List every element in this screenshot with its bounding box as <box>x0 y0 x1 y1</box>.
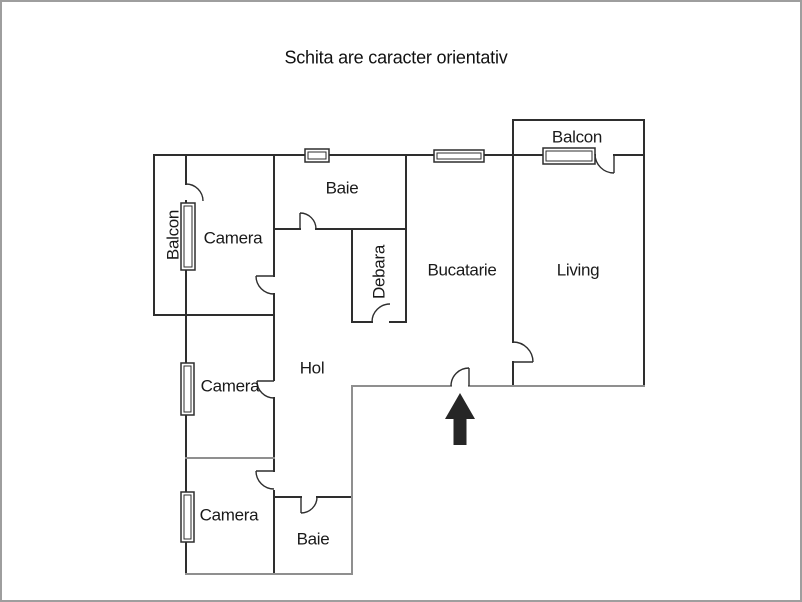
door-baie-top <box>299 212 317 230</box>
window-camera-bottom <box>180 491 195 543</box>
room-label-camera-top: Camera <box>203 228 263 248</box>
room-label-camera-middle: Camera <box>200 376 260 396</box>
walls-dark <box>153 119 645 575</box>
walls-light <box>185 385 645 575</box>
room-label-balcon-left: Balcon <box>163 209 183 261</box>
window-bucatarie <box>433 149 485 163</box>
window-baie-top <box>304 148 330 163</box>
door-camera-middle <box>256 380 275 399</box>
room-label-baie-bottom: Baie <box>296 529 330 549</box>
room-label-balcon-right: Balcon <box>551 127 603 147</box>
room-label-hol: Hol <box>299 358 325 378</box>
door-living <box>512 341 534 363</box>
room-label-living: Living <box>556 260 600 280</box>
door-arcs <box>185 153 615 514</box>
room-label-baie-top: Baie <box>325 178 359 198</box>
door-balcon-right <box>594 153 615 174</box>
door-baie-bottom <box>300 496 318 514</box>
door-debara <box>371 303 391 323</box>
door-balcon-left <box>185 183 204 202</box>
door-camera-top <box>255 275 275 295</box>
room-label-debara: Debara <box>369 245 389 299</box>
room-label-camera-bottom: Camera <box>199 505 259 525</box>
door-camera-bottom <box>255 470 275 490</box>
window-camera-middle <box>180 362 195 416</box>
room-label-bucatarie: Bucatarie <box>427 260 497 280</box>
windows <box>180 147 596 543</box>
window-balcon-left <box>180 202 196 271</box>
entrance-arrow-icon <box>445 393 475 445</box>
door-entrance <box>450 367 470 387</box>
page-title: Schita are caracter orientativ <box>284 47 508 68</box>
window-balcon-right <box>542 147 596 165</box>
